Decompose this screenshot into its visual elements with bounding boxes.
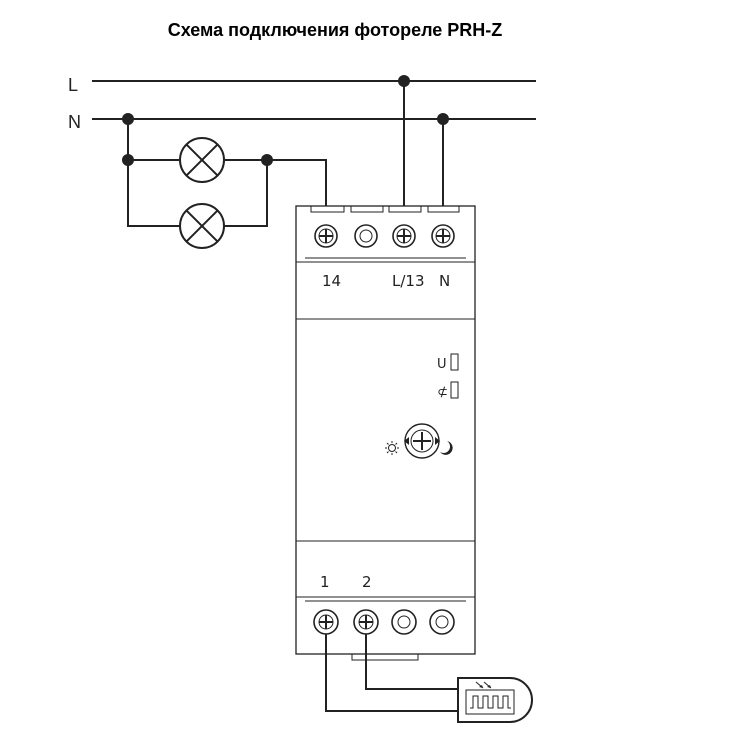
junction-node bbox=[437, 113, 449, 125]
terminal-empty-bottom bbox=[391, 609, 417, 635]
terminal-screw-L13 bbox=[392, 224, 416, 248]
terminal-label-2: 2 bbox=[362, 573, 372, 591]
sensitivity-knob-icon bbox=[404, 423, 440, 459]
relay-indicator-label: ⊄ bbox=[437, 385, 448, 400]
wire-lamp-n-side bbox=[127, 119, 180, 227]
terminal-label-L13: L/13 bbox=[392, 272, 425, 290]
label-line-L: L bbox=[68, 75, 78, 95]
junction-node bbox=[122, 154, 134, 166]
photo-sensor-icon bbox=[457, 677, 533, 723]
lamp-2 bbox=[179, 203, 225, 249]
terminal-screw-2 bbox=[353, 609, 379, 635]
junction-node bbox=[261, 154, 273, 166]
terminal-screw-14 bbox=[314, 224, 338, 248]
wire-sensor-1 bbox=[325, 634, 458, 712]
power-indicator-label: U bbox=[437, 357, 447, 372]
terminal-empty-bottom bbox=[429, 609, 455, 635]
relay-device bbox=[295, 205, 476, 661]
relay-led-icon bbox=[450, 381, 459, 399]
diagram-title: Схема подключения фотореле PRH-Z bbox=[167, 20, 503, 40]
terminal-label-14: 14 bbox=[322, 272, 341, 290]
lamp-1 bbox=[179, 137, 225, 183]
junction-node bbox=[122, 113, 134, 125]
wire-lamp2-right bbox=[224, 160, 268, 227]
sun-icon bbox=[385, 441, 399, 455]
power-led-icon bbox=[450, 353, 459, 371]
moon-icon bbox=[440, 441, 453, 455]
terminal-empty-top bbox=[354, 224, 378, 248]
junction-node bbox=[398, 75, 410, 87]
wire-sensor-2 bbox=[365, 634, 458, 690]
terminal-label-1: 1 bbox=[320, 573, 330, 591]
label-line-N: N bbox=[68, 112, 81, 132]
terminal-label-N: N bbox=[439, 272, 450, 290]
terminal-screw-N bbox=[431, 224, 455, 248]
terminal-screw-1 bbox=[313, 609, 339, 635]
